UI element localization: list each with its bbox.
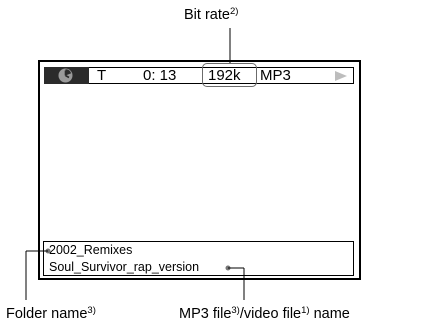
file-name-callout-note1: 3) <box>231 305 240 316</box>
folder-name-callout: Folder name3) <box>6 305 96 322</box>
file-name-callout-part1: MP3 file <box>179 306 232 322</box>
bit-rate-callout: Bit rate2) <box>184 6 239 23</box>
file-info-box <box>43 241 354 276</box>
file-name-callout-note2: 1) <box>301 305 310 316</box>
file-name-text: Soul_Survivor_rap_version <box>49 260 200 274</box>
elapsed-time: 0: 13 <box>143 67 177 84</box>
bit-rate-callout-text: Bit rate <box>184 7 230 23</box>
file-name-callout: MP3 file3)/video file1) name <box>179 305 350 322</box>
format-label: MP3 <box>260 67 291 84</box>
folder-name-text: 2002_Remixes <box>49 243 133 257</box>
clock-icon <box>58 68 73 83</box>
file-name-callout-part3: name <box>309 306 350 322</box>
folder-name-callout-text: Folder name <box>6 306 88 322</box>
file-name-callout-part2: /video file <box>239 306 302 322</box>
play-icon <box>335 71 347 81</box>
on-screen-display <box>38 60 361 280</box>
bit-rate-callout-note: 2) <box>229 6 239 17</box>
bit-rate-highlight <box>202 63 257 87</box>
bit-rate-value: 192k <box>208 67 241 84</box>
folder-name-callout-note: 3) <box>87 305 96 316</box>
track-label: T <box>97 67 107 84</box>
